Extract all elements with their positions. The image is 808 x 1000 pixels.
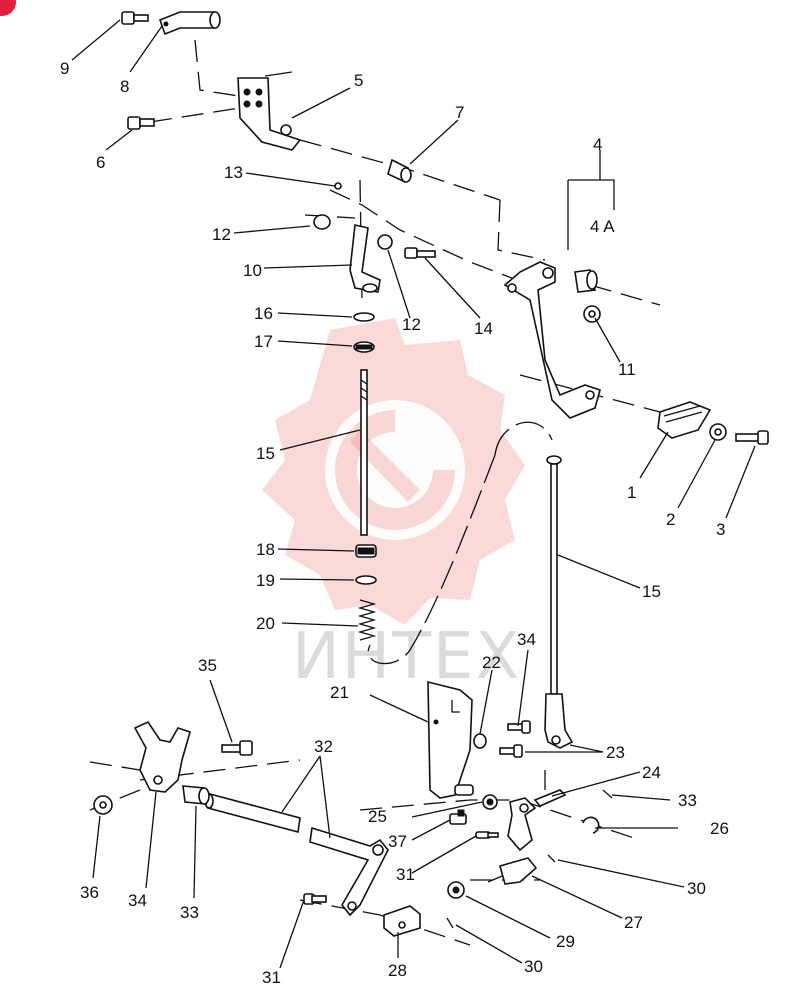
callout-31-center: 31 [396, 865, 415, 884]
yoke-lever-34 [133, 720, 191, 793]
nut-11 [583, 305, 601, 323]
watermark-text: ИНТЕХ [292, 620, 521, 694]
bolt-9 [121, 11, 149, 25]
callout-23: 23 [606, 743, 625, 762]
bushing-33-lower [182, 785, 210, 805]
callout-4a: 4 A [590, 217, 615, 236]
washer-22 [473, 733, 487, 749]
bracket-21 [427, 680, 474, 799]
callout-28: 28 [388, 961, 407, 980]
callout-33-upper: 33 [678, 791, 697, 810]
callout-15-left: 15 [256, 444, 275, 463]
shaft-32-lower [309, 826, 389, 917]
callout-34-lower: 34 [128, 891, 147, 910]
shaft-32-upper [204, 792, 301, 834]
callout-19: 19 [256, 571, 275, 590]
callout-14: 14 [474, 319, 493, 338]
bracket-5 [237, 77, 302, 151]
callout-17: 17 [254, 332, 273, 351]
callout-5: 5 [354, 71, 363, 90]
washer-19 [355, 575, 377, 585]
pin-13 [334, 182, 342, 190]
pin-30-lower [446, 917, 454, 929]
pin-30-upper [547, 854, 556, 863]
corner-badge [0, 0, 16, 16]
bolt-6 [127, 116, 155, 130]
bracket-10 [349, 224, 381, 293]
callout-37: 37 [388, 832, 407, 851]
rod-15-left [360, 369, 368, 536]
washer-12-left [313, 214, 331, 230]
lever-8 [158, 11, 221, 36]
bolt-23 [499, 744, 523, 758]
callout-27: 27 [624, 913, 643, 932]
pedal-lever-4 [503, 261, 601, 419]
callout-24: 24 [642, 763, 661, 782]
callout-18: 18 [256, 540, 275, 559]
callout-32: 32 [314, 737, 333, 756]
callout-9: 9 [60, 59, 69, 78]
nut-29 [447, 881, 465, 899]
callout-12-right: 12 [402, 315, 421, 334]
bolt-34-upper [507, 720, 531, 734]
callout-29: 29 [556, 932, 575, 951]
nut-36 [93, 795, 113, 815]
callout-8: 8 [120, 77, 129, 96]
callout-12-left: 12 [212, 225, 231, 244]
rod-linkage-curve [367, 421, 553, 665]
callout-3: 3 [716, 520, 725, 539]
callout-10: 10 [243, 261, 262, 280]
callout-15-right: 15 [642, 582, 661, 601]
callout-13: 13 [224, 163, 243, 182]
bushing-4a [574, 269, 598, 293]
callout-7: 7 [455, 103, 464, 122]
snap-ring-26 [582, 816, 600, 834]
nut-25 [482, 794, 498, 810]
bolt-3 [735, 430, 769, 445]
rod-15-right [544, 455, 574, 749]
callout-34-upper: 34 [517, 630, 536, 649]
leader-lines [71, 19, 756, 969]
watermark-logo [262, 318, 525, 625]
lever-arm-24 [507, 789, 567, 852]
bolt-31-lower [303, 893, 327, 905]
bolt-35 [221, 740, 253, 756]
bolt-31-center [475, 831, 499, 839]
callout-36: 36 [80, 883, 99, 902]
bushing-7 [387, 158, 412, 184]
washer-2 [709, 423, 727, 441]
callout-30-lower: 30 [524, 957, 543, 976]
callout-20: 20 [256, 614, 275, 633]
callout-16: 16 [254, 304, 273, 323]
callout-11: 11 [618, 360, 636, 379]
washer-16 [353, 312, 375, 322]
washer-12-right [377, 234, 393, 250]
callout-26: 26 [710, 819, 729, 838]
pedal-pad-1 [657, 401, 712, 439]
nut-18 [355, 544, 377, 558]
fitting-37 [449, 809, 467, 825]
callout-30-upper: 30 [687, 879, 706, 898]
callout-21: 21 [330, 683, 349, 702]
callout-labels: 9 8 5 6 7 4 4 A 13 12 10 12 14 11 16 17 … [60, 59, 729, 987]
callout-1: 1 [627, 483, 636, 502]
callout-33-lower: 33 [180, 903, 199, 922]
callout-22: 22 [482, 653, 501, 672]
callout-4: 4 [593, 135, 602, 154]
callout-6: 6 [96, 153, 105, 172]
bolt-14 [404, 247, 436, 259]
clevis-27 [487, 857, 538, 885]
callout-2: 2 [666, 510, 675, 529]
callout-35: 35 [198, 656, 217, 675]
callout-25: 25 [368, 807, 387, 826]
block-28 [383, 905, 421, 937]
pin-33-upper [602, 789, 613, 799]
nut-17 [353, 341, 375, 353]
callout-31-lower: 31 [262, 968, 281, 987]
spring-20 [357, 599, 377, 641]
